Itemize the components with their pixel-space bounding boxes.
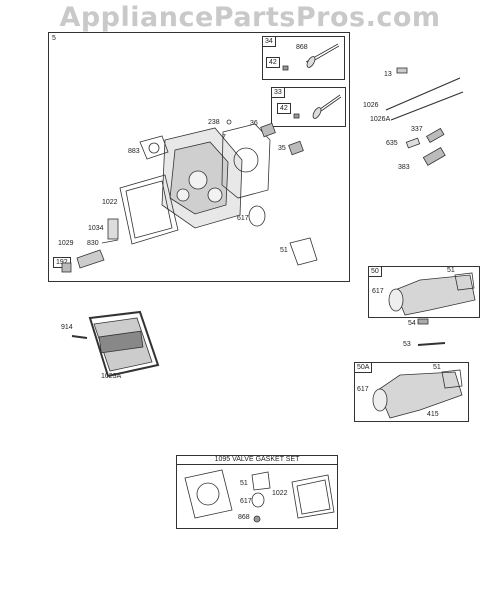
callout-617[interactable]: 617 xyxy=(237,215,249,222)
callout-617-c[interactable]: 617 xyxy=(357,386,369,393)
intake-manifold-50a xyxy=(372,369,463,419)
kit-part-868 xyxy=(253,515,261,523)
callout-7[interactable]: 7 xyxy=(222,134,226,141)
tag-50a: 50A xyxy=(354,362,373,373)
callout-238[interactable]: 238 xyxy=(208,119,220,126)
callout-53[interactable]: 53 xyxy=(403,341,411,348)
callout-1022-b[interactable]: 1022 xyxy=(272,490,288,497)
kit-gasket-1022 xyxy=(291,474,335,519)
pushrod-1026 xyxy=(385,77,461,111)
bolt-830 xyxy=(101,239,119,244)
kit-head-gasket xyxy=(184,469,233,519)
callout-1026a[interactable]: 1026A xyxy=(370,116,391,123)
watermark: AppliancePartsPros.com xyxy=(59,2,441,33)
main-group-number: 5 xyxy=(52,35,56,42)
part-635 xyxy=(405,137,421,149)
callout-617-d[interactable]: 617 xyxy=(240,498,252,505)
callout-1026[interactable]: 1026 xyxy=(363,102,379,109)
intake-manifold-50 xyxy=(388,272,476,316)
callout-51[interactable]: 51 xyxy=(280,247,288,254)
intake-box-50a xyxy=(354,362,469,422)
main-group-box xyxy=(48,32,350,282)
callout-51-b[interactable]: 51 xyxy=(447,267,455,274)
callout-13[interactable]: 13 xyxy=(384,71,392,78)
callout-51-c[interactable]: 51 xyxy=(433,364,441,371)
spark-plug-337 xyxy=(426,127,445,144)
callout-883[interactable]: 883 xyxy=(128,148,140,155)
tag-50: 50 xyxy=(368,266,382,277)
part-383 xyxy=(422,146,446,166)
callout-868[interactable]: 868 xyxy=(296,44,308,51)
part-238 xyxy=(226,119,232,125)
part-192 xyxy=(61,262,72,273)
valve-box-33 xyxy=(271,87,346,127)
callout-35[interactable]: 35 xyxy=(278,145,286,152)
rocker-cover-1023a xyxy=(88,310,160,378)
callout-914[interactable]: 914 xyxy=(61,324,73,331)
valve-box-34 xyxy=(262,36,345,80)
tag-42-a: 42 xyxy=(266,57,280,68)
callout-617-b[interactable]: 617 xyxy=(372,288,384,295)
valve-spring-36 xyxy=(260,122,276,138)
valve-spring-35 xyxy=(288,140,304,156)
callout-1029[interactable]: 1029 xyxy=(58,240,74,247)
o-ring-617 xyxy=(248,205,266,227)
callout-415[interactable]: 415 xyxy=(427,411,439,418)
part-1034 xyxy=(107,218,119,240)
gasket-kit-title-bar xyxy=(176,455,338,465)
gasket-883-drawing xyxy=(139,135,169,160)
callout-383[interactable]: 383 xyxy=(398,164,410,171)
part-1029 xyxy=(76,249,105,269)
tag-42-b: 42 xyxy=(277,103,291,114)
callout-337[interactable]: 337 xyxy=(411,126,423,133)
tag-33: 33 xyxy=(271,87,285,98)
gasket-51 xyxy=(289,237,318,266)
intake-box-50 xyxy=(368,266,480,318)
kit-o-ring-617 xyxy=(251,492,265,508)
gasket-1022-drawing xyxy=(119,174,179,245)
callout-1034[interactable]: 1034 xyxy=(88,225,104,232)
gasket-kit-title: 1095 VALVE GASKET SET xyxy=(214,456,300,463)
head-gasket-7-drawing xyxy=(221,123,271,199)
valve-868-drawing xyxy=(305,43,340,68)
kit-gasket-51 xyxy=(251,471,271,491)
valve-keeper-42b xyxy=(293,113,300,119)
callout-868-b[interactable]: 868 xyxy=(238,514,250,521)
bolt-914 xyxy=(71,335,88,339)
callout-54[interactable]: 54 xyxy=(408,320,416,327)
callout-635[interactable]: 635 xyxy=(386,140,398,147)
callout-830[interactable]: 830 xyxy=(87,240,99,247)
screw-13 xyxy=(396,67,408,74)
valve-keeper-42a xyxy=(282,65,289,71)
screw-54 xyxy=(417,318,429,325)
callout-51-d[interactable]: 51 xyxy=(240,480,248,487)
stud-53 xyxy=(417,342,446,346)
callout-1023a[interactable]: 1023A xyxy=(101,373,122,380)
pushrod-1026a xyxy=(390,91,464,121)
callout-1022[interactable]: 1022 xyxy=(102,199,118,206)
tag-34: 34 xyxy=(262,36,276,47)
cylinder-head-drawing xyxy=(161,127,243,229)
callout-36[interactable]: 36 xyxy=(250,120,258,127)
valve-33-drawing xyxy=(312,94,342,119)
